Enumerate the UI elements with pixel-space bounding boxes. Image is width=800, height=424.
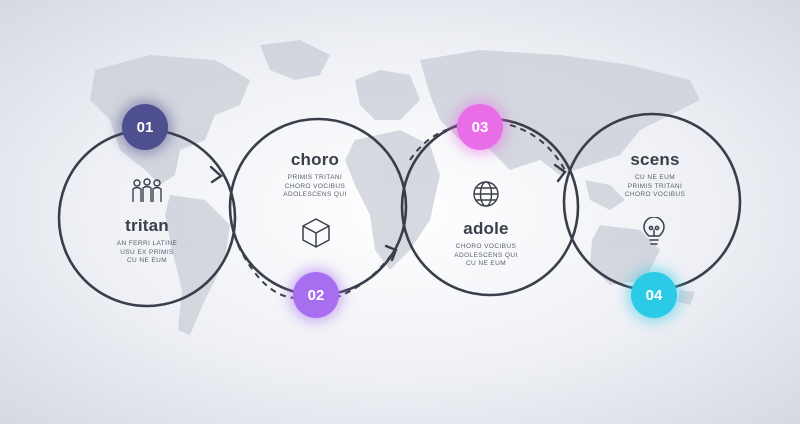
step-2-description: PRIMIS TRITANI CHORO VOCIBUS ADOLESCENS … [265, 174, 365, 200]
globe-icon [473, 181, 499, 207]
step-2-title: choro [290, 150, 340, 169]
step-3-title: adole [463, 219, 509, 238]
step-2-badge: 02 [293, 272, 339, 318]
step-1-description: AN FERRI LATINE USU EX PRIMIS CU NE EUM [97, 240, 197, 266]
step-3-line: ADOLESCENS QUI [454, 251, 518, 259]
step-4-text: scens CU NE EUM PRIMIS TRITANI CHORO VOC… [605, 150, 705, 200]
step-1-badge: 01 [122, 104, 168, 150]
step-3-badge: 03 [457, 104, 503, 150]
people-icon [132, 178, 162, 202]
step-4-line: CHORO VOCIBUS [624, 191, 686, 198]
lightbulb-icon [643, 217, 665, 245]
step-1-line: AN FERRI LATINE [116, 240, 178, 247]
step-2-line: CHORO VOCIBUS [284, 182, 346, 190]
step-3-line: CHORO VOCIBUS [455, 243, 517, 250]
step-1-text: tritan AN FERRI LATINE USU EX PRIMIS CU … [97, 216, 197, 266]
step-1-line: USU EX PRIMIS [120, 248, 174, 256]
circle-outlines [57, 112, 742, 308]
step-4-line: CU NE EUM [634, 174, 676, 181]
step-4-line: PRIMIS TRITANI [627, 182, 683, 190]
step-4-description: CU NE EUM PRIMIS TRITANI CHORO VOCIBUS [605, 174, 705, 200]
cube-icon [302, 218, 330, 248]
connector-3-4-b [509, 124, 566, 171]
arrowheads [209, 163, 567, 262]
step-3-text: adole CHORO VOCIBUS ADOLESCENS QUI CU NE… [436, 219, 536, 269]
step-2-line: ADOLESCENS QUI [283, 191, 347, 198]
step-1-title: tritan [125, 216, 169, 235]
step-4-title: scens [630, 150, 680, 169]
step-3-description: CHORO VOCIBUS ADOLESCENS QUI CU NE EUM [436, 243, 536, 269]
step-2-text: choro PRIMIS TRITANI CHORO VOCIBUS ADOLE… [265, 150, 365, 200]
step-1-line: CU NE EUM [126, 257, 168, 264]
connector-2-3 [334, 249, 396, 299]
step-4-badge: 04 [631, 272, 677, 318]
arrow-2 [384, 244, 398, 262]
arrow-1 [209, 165, 223, 184]
step-2-line: PRIMIS TRITANI [287, 174, 343, 181]
step-3-line: CU NE EUM [465, 260, 507, 267]
arrow-3 [553, 163, 567, 183]
